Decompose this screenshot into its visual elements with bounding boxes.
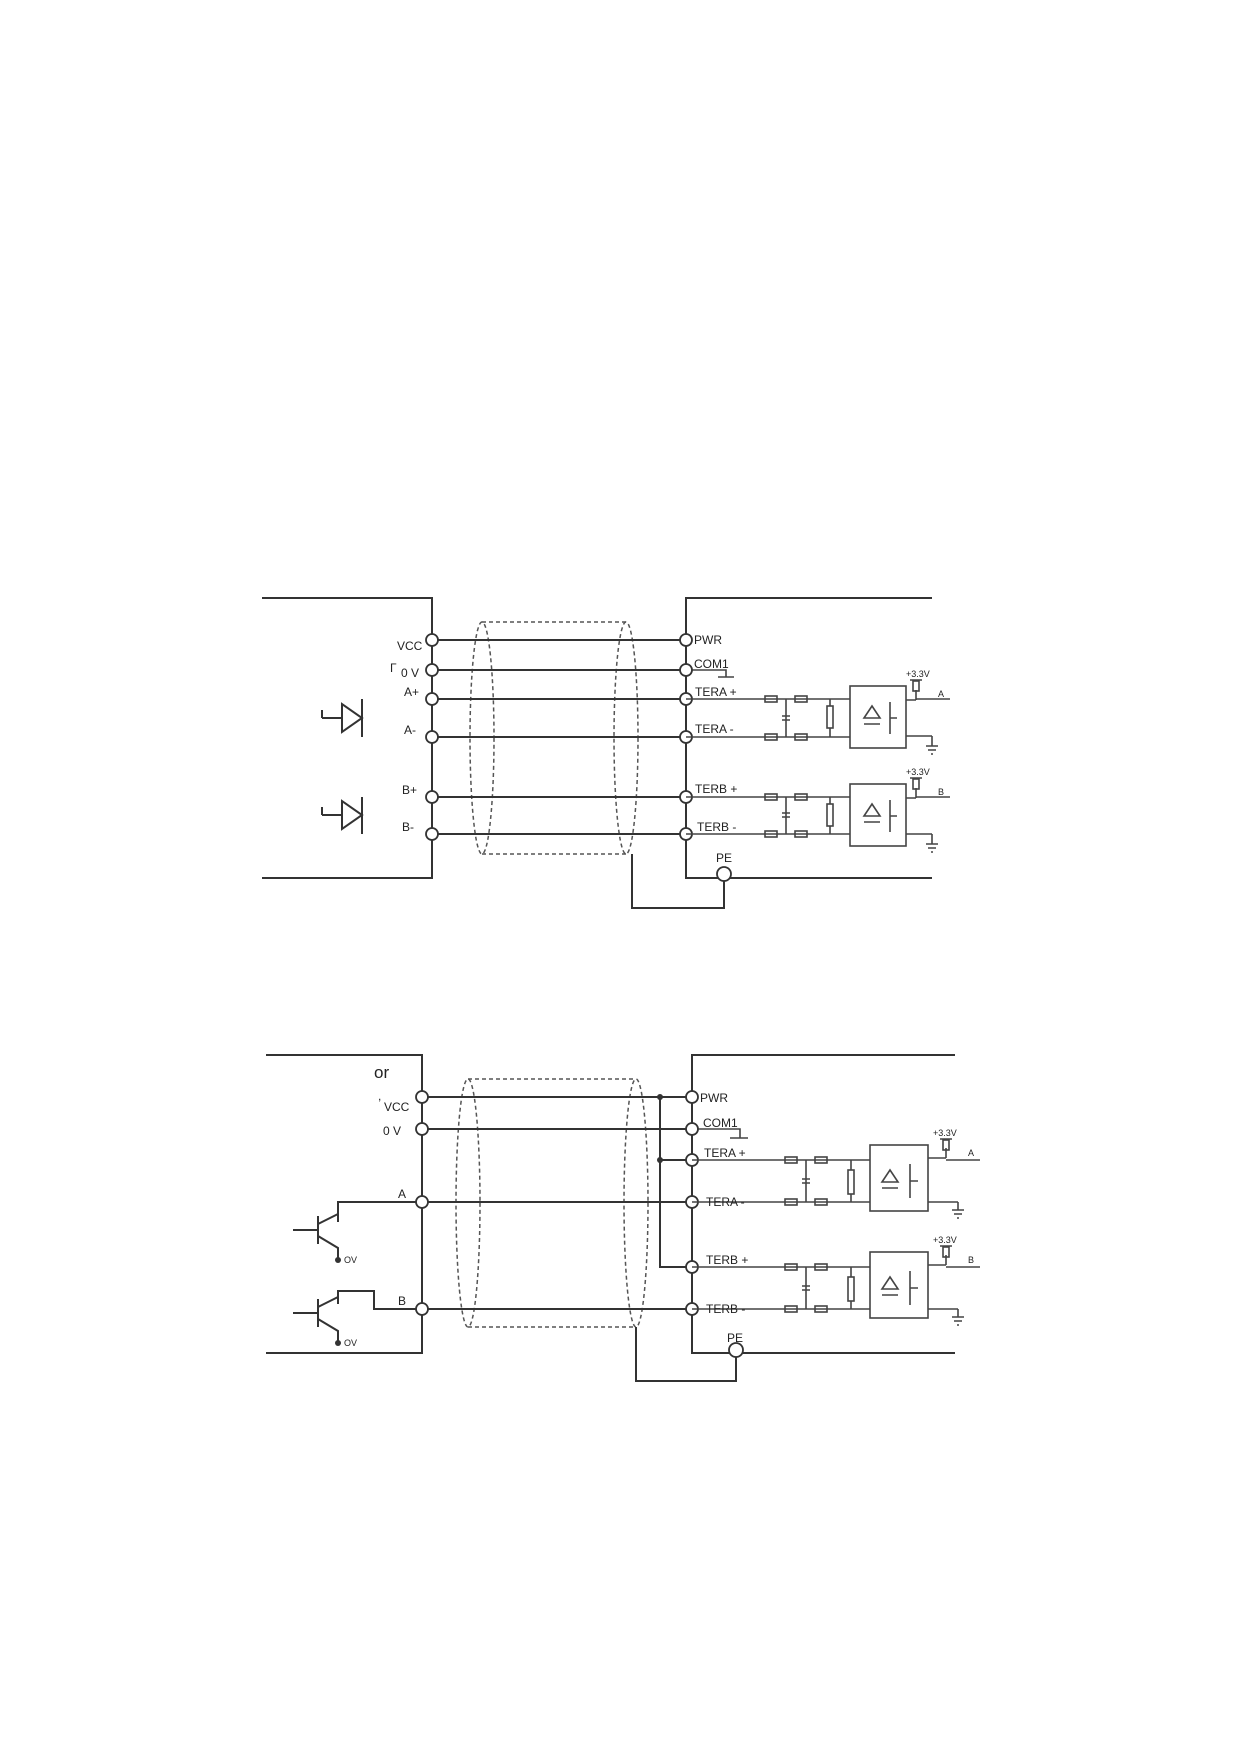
label-b-minus: B- (402, 820, 414, 834)
label-0v-1: 0 V (401, 666, 419, 680)
label-tera-minus-2: TERA - (706, 1195, 745, 1209)
label-out-b-1: B (938, 787, 944, 797)
label-pe-2: PE (727, 1331, 743, 1345)
label-pwr-1: PWR (694, 633, 722, 647)
label-terb-minus-2: TERB - (706, 1302, 745, 1316)
label-supply-a-1: +3.3V (906, 669, 930, 679)
label-vcc-1: VCC (397, 639, 423, 653)
label-ov-a: OV (344, 1255, 357, 1265)
label-0v-2: 0 V (383, 1124, 401, 1138)
label-terb-plus-1: TERB + (695, 782, 737, 796)
receiver-circuit-b-2 (692, 1245, 980, 1326)
receiver-circuit-a (686, 679, 950, 755)
label-terb-plus-2: TERB + (706, 1253, 748, 1267)
label-supply-b-2: +3.3V (933, 1235, 957, 1245)
label-ov-b: OV (344, 1338, 357, 1348)
label-supply-b-1: +3.3V (906, 767, 930, 777)
label-gamma-mark: Γ (390, 661, 397, 675)
label-pwr-2: PWR (700, 1091, 728, 1105)
label-tera-plus-1: TERA + (695, 685, 737, 699)
label-a-plus: A+ (404, 685, 419, 699)
label-b-plus: B+ (402, 783, 417, 797)
label-out-a-2: A (968, 1148, 974, 1158)
label-pe-1: PE (716, 851, 732, 865)
diagram-2-open-collector: or , VCC 0 V A B OV OV PWR COM1 TERA + T… (266, 1054, 980, 1382)
receiver-circuit-b (686, 777, 950, 853)
transistor-a (293, 1201, 422, 1263)
right-terminals-2 (685, 1090, 744, 1358)
label-tick: , (378, 1089, 381, 1103)
label-tera-plus-2: TERA + (704, 1146, 746, 1160)
label-com1-2: COM1 (703, 1116, 738, 1130)
transistor-b (293, 1290, 422, 1346)
label-supply-a-2: +3.3V (933, 1128, 957, 1138)
label-vcc-2: VCC (384, 1100, 410, 1114)
left-terminals-2 (415, 1090, 429, 1316)
label-out-b-2: B (968, 1255, 974, 1265)
label-tera-minus-1: TERA - (695, 722, 734, 736)
line-driver-a (321, 702, 364, 734)
label-terb-minus-1: TERB - (697, 820, 736, 834)
label-a-2: A (398, 1187, 406, 1201)
label-title-fragment: or (374, 1063, 389, 1082)
label-out-a-1: A (938, 689, 944, 699)
diagram-1-differential: VCC Γ 0 V A+ A- B+ B- PWR COM1 TERA + TE… (262, 597, 950, 909)
label-a-minus: A- (404, 723, 416, 737)
left-terminals-1 (425, 633, 439, 841)
label-b-2: B (398, 1294, 406, 1308)
receiver-circuit-a-2 (692, 1138, 980, 1219)
right-terminals-1 (679, 633, 732, 882)
label-com1-1: COM1 (694, 657, 729, 671)
line-driver-b (321, 799, 364, 831)
